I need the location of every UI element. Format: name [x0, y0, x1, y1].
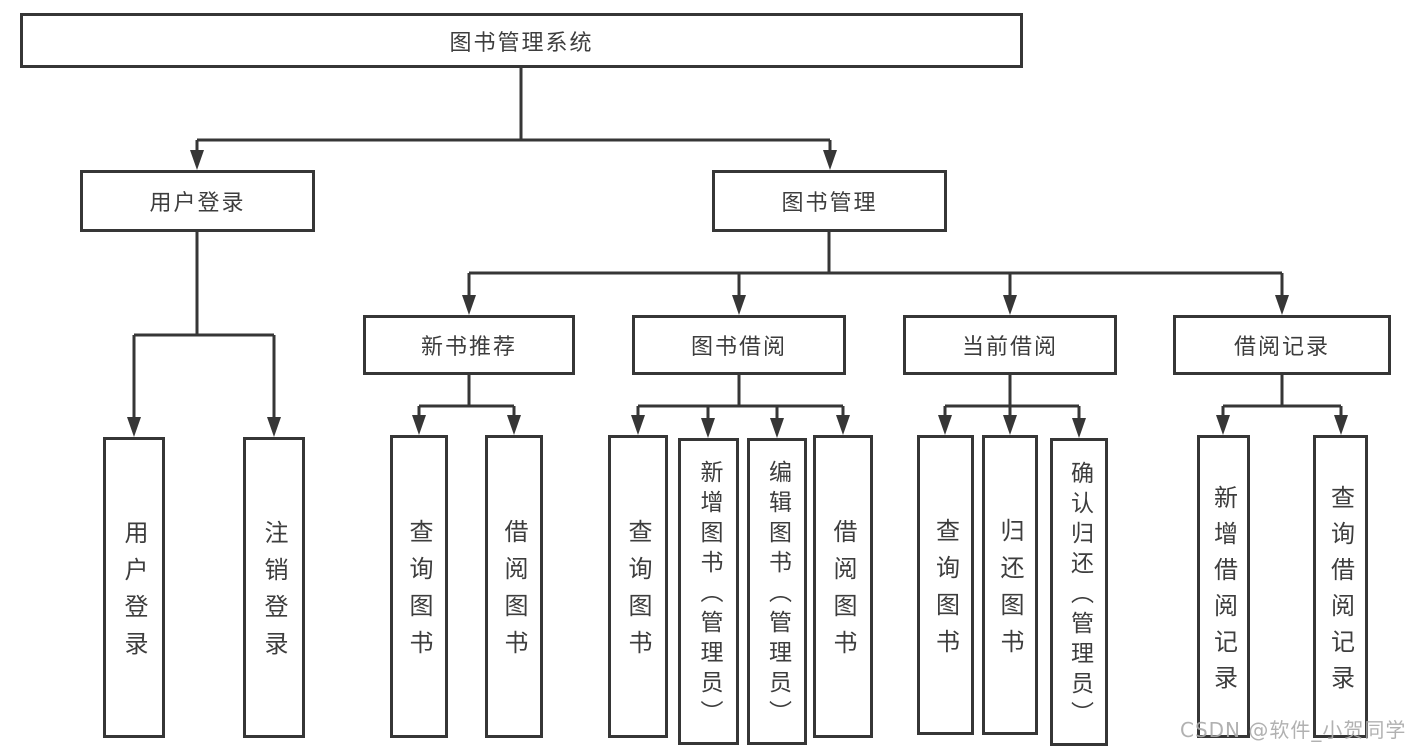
leaf-query-borrow-record: 查询借阅记录	[1313, 435, 1368, 738]
node-new-book-recommend-label: 新书推荐	[420, 335, 517, 360]
leaf-query-books-current-label: 查询图书	[931, 517, 960, 666]
leaf-add-book-admin: 新增图书（管理员）	[678, 438, 739, 745]
leaf-user-login: 用户登录	[103, 437, 165, 738]
leaf-borrow-books-recommend: 借阅图书	[485, 435, 543, 738]
watermark: CSDN @软件_小贺同学	[1180, 718, 1405, 742]
node-book-management-label: 图书管理	[781, 191, 878, 216]
node-current-borrow-label: 当前借阅	[961, 335, 1058, 360]
leaf-borrow-books-borrow-label: 借阅图书	[829, 519, 857, 667]
leaf-user-login-label: 用户登录	[120, 520, 148, 668]
leaf-query-borrow-record-label: 查询借阅记录	[1326, 484, 1355, 701]
leaf-query-books-borrow: 查询图书	[608, 435, 668, 738]
leaf-query-books-current: 查询图书	[917, 435, 974, 735]
node-root: 图书管理系统	[20, 13, 1023, 68]
leaf-add-borrow-record-label: 新增借阅记录	[1209, 484, 1238, 701]
node-user-login-branch-label: 用户登录	[149, 191, 246, 216]
leaf-query-books-borrow-label: 查询图书	[624, 519, 652, 667]
arrowhead-icons	[127, 150, 1348, 438]
leaf-confirm-return-admin-label: 确认归还（管理员）	[1066, 460, 1093, 731]
node-current-borrow: 当前借阅	[903, 315, 1117, 375]
leaf-add-borrow-record: 新增借阅记录	[1197, 435, 1250, 738]
node-book-management: 图书管理	[712, 170, 947, 232]
leaf-borrow-books-borrow: 借阅图书	[813, 435, 873, 738]
leaf-query-books-recommend: 查询图书	[390, 435, 448, 738]
node-borrow-records-label: 借阅记录	[1233, 335, 1330, 360]
leaf-edit-book-admin: 编辑图书（管理员）	[747, 438, 807, 745]
leaf-query-books-recommend-label: 查询图书	[405, 519, 433, 667]
node-borrow-records: 借阅记录	[1173, 315, 1391, 375]
node-user-login-branch: 用户登录	[80, 170, 315, 232]
node-book-borrow-label: 图书借阅	[690, 335, 787, 360]
connector-lines	[132, 68, 1343, 430]
leaf-add-book-admin-label: 新增图书（管理员）	[696, 460, 722, 730]
leaf-confirm-return-admin: 确认归还（管理员）	[1050, 438, 1108, 746]
leaf-return-books: 归还图书	[982, 435, 1038, 735]
leaf-edit-book-admin-label: 编辑图书（管理员）	[764, 460, 791, 730]
leaf-logout-label: 注销登录	[260, 520, 288, 668]
node-book-borrow: 图书借阅	[632, 315, 846, 375]
leaf-return-books-label: 归还图书	[996, 517, 1024, 666]
node-root-label: 图书管理系统	[449, 30, 594, 56]
leaf-logout: 注销登录	[243, 437, 305, 738]
leaf-borrow-books-recommend-label: 借阅图书	[500, 519, 528, 667]
node-new-book-recommend: 新书推荐	[363, 315, 575, 375]
